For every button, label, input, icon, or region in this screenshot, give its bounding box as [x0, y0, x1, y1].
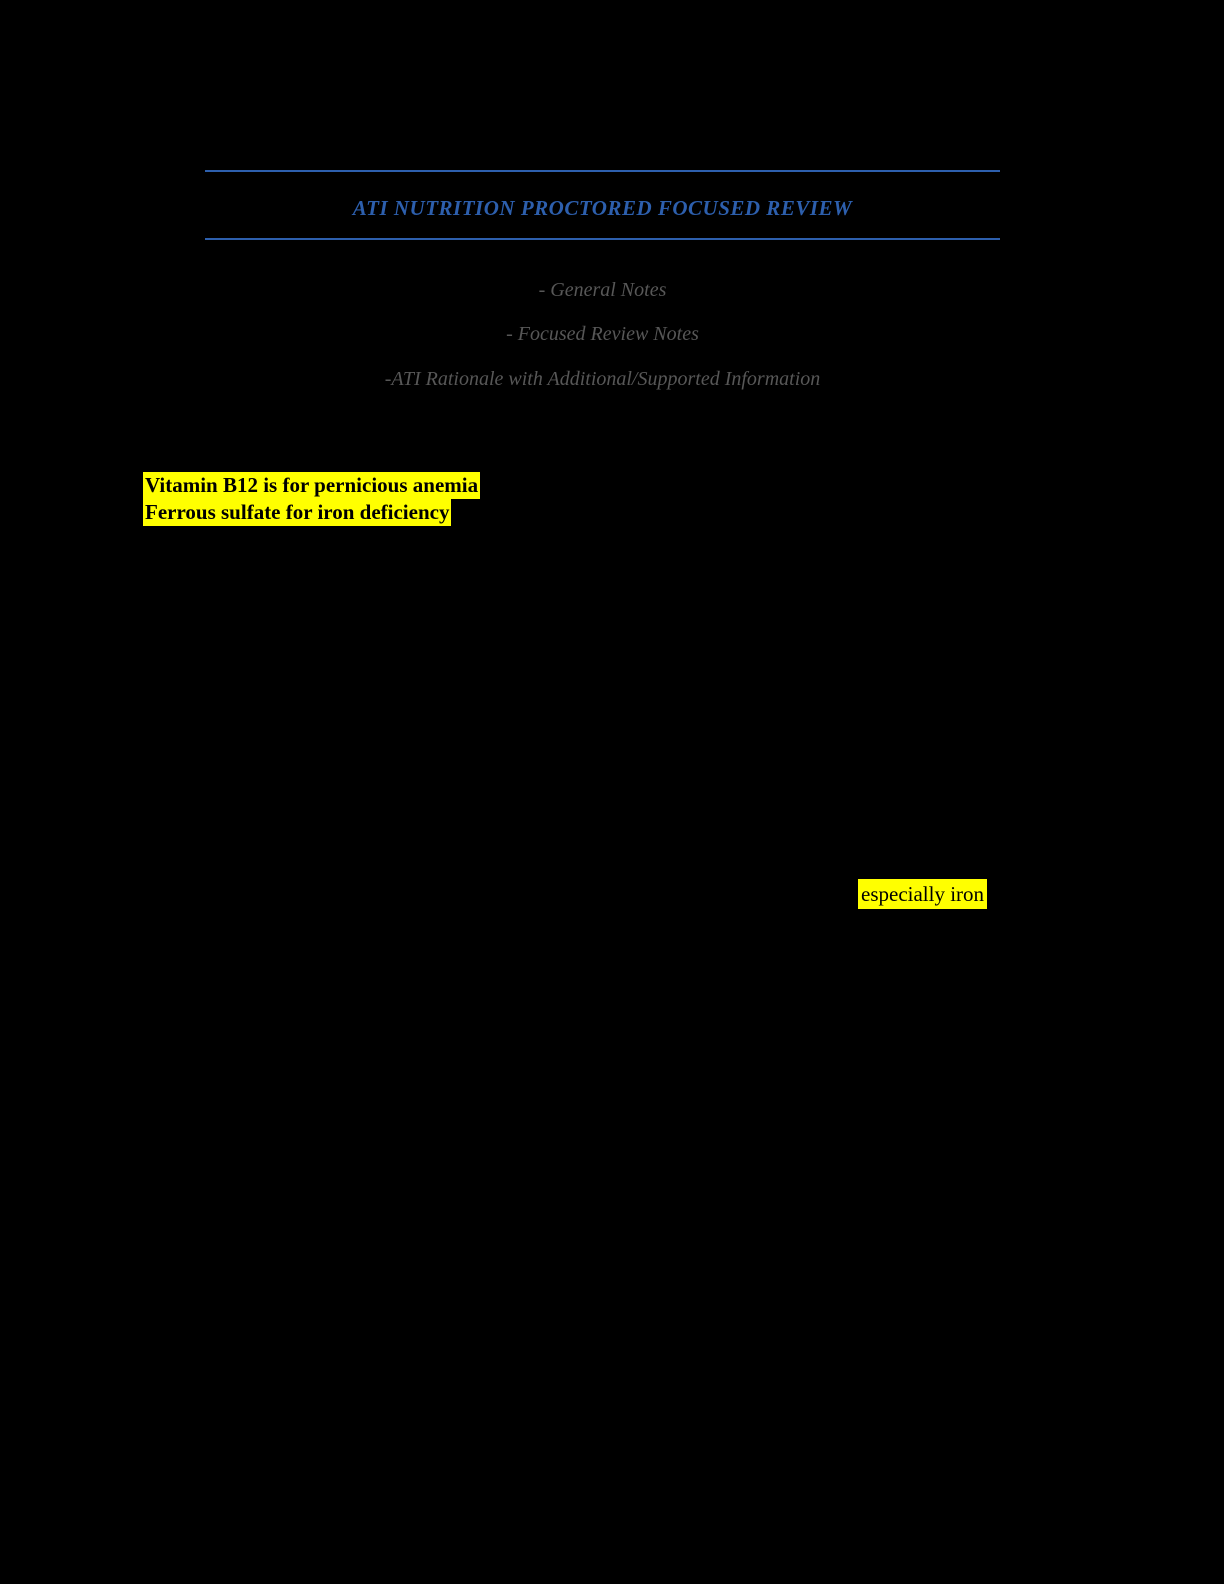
page-title: ATI NUTRITION PROCTORED FOCUSED REVIEW	[352, 196, 853, 220]
highlight-vitamin-b12: Vitamin B12 is for pernicious anemia	[143, 472, 481, 499]
title-bottom-rule	[205, 238, 1000, 240]
title-top-rule	[205, 170, 1000, 172]
highlighted-notes-block: Vitamin B12 is for pernicious anemia Fer…	[143, 472, 481, 526]
note-focused-review: - Focused Review Notes	[506, 323, 699, 345]
note-general: - General Notes	[538, 279, 667, 301]
highlight-especially-iron: especially iron	[858, 879, 988, 909]
highlight-ferrous-sulfate: Ferrous sulfate for iron deficiency	[143, 499, 452, 526]
note-ati-rationale: -ATI Rationale with Additional/Supported…	[384, 368, 821, 390]
